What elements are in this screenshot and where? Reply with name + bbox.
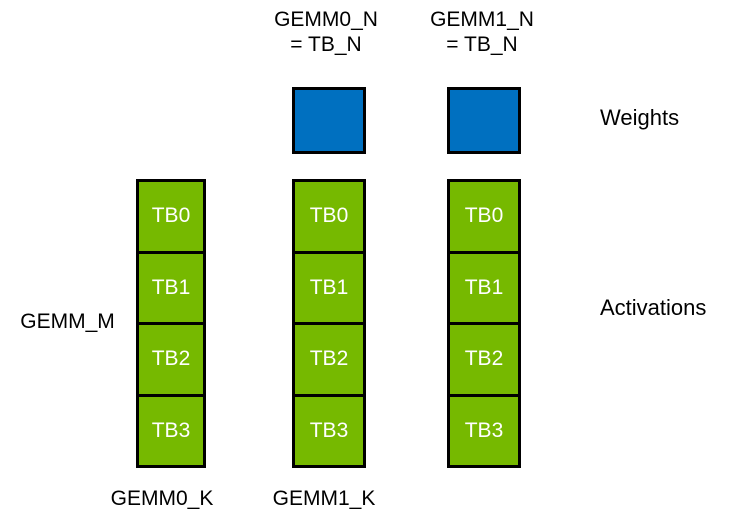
tb-block: TB0: [295, 182, 363, 251]
label-gemm1-n-line1: GEMM1_N: [430, 8, 534, 31]
activations-column-1: TB0 TB1 TB2 TB3: [292, 179, 366, 468]
tb-block: TB2: [139, 322, 203, 394]
tb-block: TB2: [450, 322, 518, 394]
tb-block: TB1: [450, 250, 518, 322]
tb-block: TB1: [295, 250, 363, 322]
label-gemm0-n: GEMM0_N = TB_N: [236, 7, 416, 57]
activations-label: Activations: [600, 295, 707, 320]
tb-block: TB2: [295, 322, 363, 394]
tb-block: TB3: [295, 393, 363, 465]
weights-block-gemm0: [292, 87, 366, 154]
label-gemm0-k: GEMM0_K: [110, 487, 214, 510]
tb-block: TB0: [450, 182, 518, 251]
tb-block: TB0: [139, 182, 203, 251]
label-gemm0-n-line1: GEMM0_N: [274, 8, 378, 31]
label-gemm-m: GEMM_M: [20, 310, 115, 333]
tb-block: TB1: [139, 250, 203, 322]
tb-block: TB3: [139, 393, 203, 465]
weights-block-gemm1: [447, 87, 521, 154]
weights-label: Weights: [600, 105, 680, 130]
label-gemm1-k: GEMM1_K: [272, 487, 376, 510]
activations-column-0: TB0 TB1 TB2 TB3: [136, 179, 206, 468]
tb-block: TB3: [450, 393, 518, 465]
label-gemm1-n: GEMM1_N = TB_N: [392, 7, 572, 57]
activations-column-2: TB0 TB1 TB2 TB3: [447, 179, 521, 468]
label-gemm1-n-line2: = TB_N: [446, 33, 518, 56]
label-gemm0-n-line2: = TB_N: [290, 33, 362, 56]
